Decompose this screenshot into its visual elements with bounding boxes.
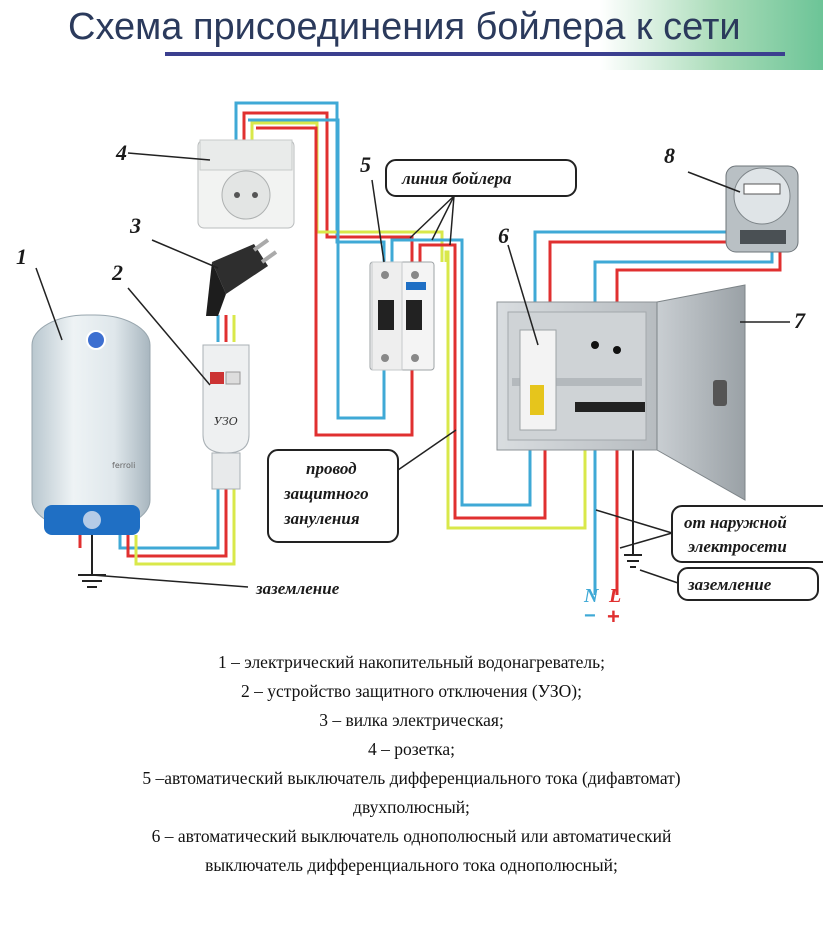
wire-line-to-box-line xyxy=(418,243,547,520)
legend-line: двухполюсный; xyxy=(353,797,470,817)
plus-sign: + xyxy=(607,604,620,629)
legend-line: 5 –автоматический выключатель дифференци… xyxy=(142,768,681,788)
distribution-box xyxy=(496,284,746,501)
label-number-3: 3 xyxy=(129,213,141,238)
external-network-callout: от наружной электросети xyxy=(671,505,823,563)
rcd-device: УЗО xyxy=(202,344,250,490)
protective-wire-line-1: провод xyxy=(306,459,357,478)
external-network-line-2: электросети xyxy=(687,537,787,556)
external-ground-symbol xyxy=(624,554,642,568)
title-underline xyxy=(165,52,785,56)
label-number-2: 2 xyxy=(111,260,123,285)
water-heater: ferroli xyxy=(31,314,151,588)
protective-wire-line-2: защитного xyxy=(283,484,369,503)
legend-line: выключатель дифференциального тока одноп… xyxy=(205,855,618,875)
boiler-line-callout: линия бойлера xyxy=(385,159,577,197)
wire-uzo-boiler-line xyxy=(126,488,228,558)
brand-label: ferroli xyxy=(112,461,135,470)
legend: 1 – электрический накопительный водонагр… xyxy=(0,648,823,880)
boiler-line-label: линия бойлера xyxy=(401,169,512,188)
label-number-8: 8 xyxy=(664,143,675,168)
electricity-meter xyxy=(725,165,799,253)
wire-uzo-boiler-neutral xyxy=(118,488,220,550)
wall-socket xyxy=(197,139,295,229)
ground-right-label: заземление xyxy=(687,575,772,594)
neutral-label: N xyxy=(583,585,600,607)
wire-breaker-line-out xyxy=(256,126,414,437)
electric-plug xyxy=(206,238,278,316)
label-number-5: 5 xyxy=(360,152,371,177)
protective-wire-callout: провод защитного зануления xyxy=(267,449,399,543)
title-background xyxy=(600,0,823,70)
legend-line: 3 – вилка электрическая; xyxy=(319,710,504,730)
label-number-6: 6 xyxy=(498,223,509,248)
label-number-7: 7 xyxy=(794,308,806,333)
legend-line: 2 – устройство защитного отключения (УЗО… xyxy=(241,681,582,701)
page-title: Схема присоединения бойлера к сети xyxy=(68,6,741,48)
label-number-1: 1 xyxy=(16,244,27,269)
ground-left-label: заземление xyxy=(255,579,340,598)
callout-lines xyxy=(35,152,790,588)
label-number-4: 4 xyxy=(115,140,127,165)
uzo-device-label: УЗО xyxy=(214,415,238,428)
differential-breaker xyxy=(369,261,435,371)
protective-wire-line-3: зануления xyxy=(283,509,360,528)
minus-sign: − xyxy=(584,605,596,627)
legend-line: 6 – автоматический выключатель однополюс… xyxy=(151,826,672,846)
ground-right-callout: заземление xyxy=(677,567,819,601)
legend-line: 1 – электрический накопительный водонагр… xyxy=(218,652,605,672)
wire-line-to-box-neutral xyxy=(390,238,532,507)
wire-uzo-boiler-earth xyxy=(134,488,236,566)
wire-earth-to-box xyxy=(444,250,587,530)
wire-breaker-neutral-out xyxy=(248,118,386,420)
line-label: L xyxy=(608,585,621,607)
wiring-diagram: ferroli УЗО xyxy=(16,101,823,629)
external-network-line-1: от наружной xyxy=(684,513,787,532)
legend-line: 4 – розетка; xyxy=(368,739,455,759)
